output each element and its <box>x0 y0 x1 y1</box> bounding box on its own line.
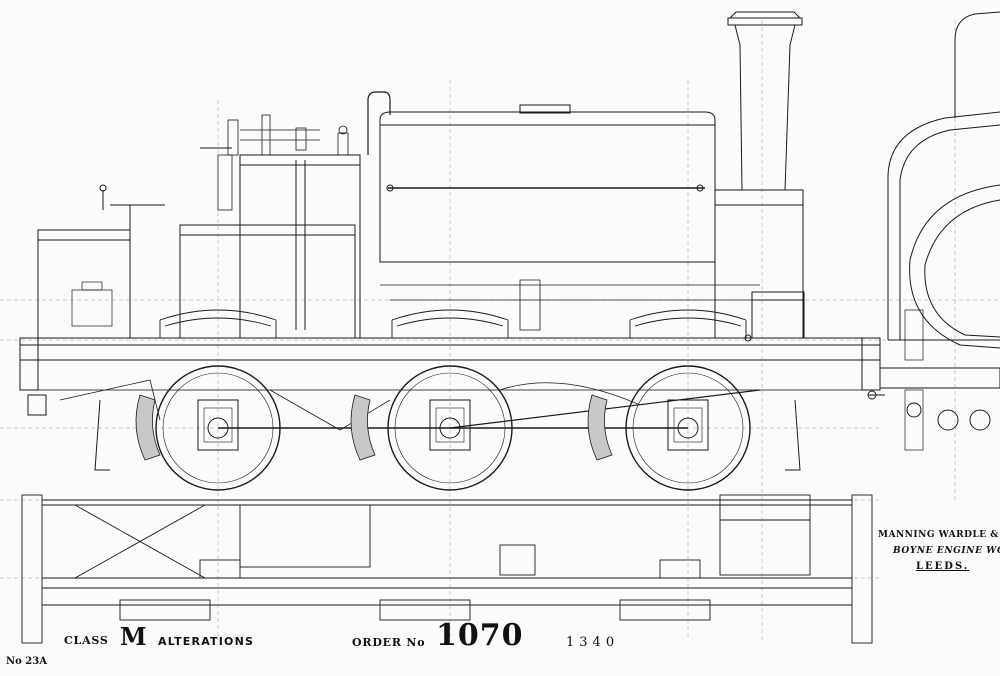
handbrake <box>99 184 165 338</box>
class-label: CLASS <box>64 634 109 647</box>
firebox <box>179 147 361 339</box>
leaf-springs <box>159 309 747 338</box>
class-letter: M <box>120 622 147 651</box>
smokebox <box>714 189 804 342</box>
chimney <box>727 11 803 191</box>
main-frame <box>19 337 881 416</box>
steam-pipe <box>367 91 391 155</box>
sheet-number: No 23A <box>6 656 47 667</box>
order-label: ORDER No <box>352 636 426 649</box>
alterations-label: ALTERATIONS <box>158 635 255 648</box>
maker-name: MANNING WARDLE & Co <box>878 530 1000 540</box>
axle-boxes <box>197 399 709 451</box>
front-cylinder <box>751 291 805 339</box>
front-elevation <box>867 11 1000 451</box>
bunker <box>37 229 131 339</box>
safety-valves <box>227 114 349 156</box>
works-number: 1340 <box>566 635 620 650</box>
order-number: 1070 <box>436 618 524 653</box>
guard-irons <box>94 399 801 471</box>
valve-gear <box>59 279 790 431</box>
brake-shoes <box>135 394 613 461</box>
city-name: LEEDS. <box>916 561 970 572</box>
works-name: BOYNE ENGINE WORKS <box>893 546 1000 556</box>
saddle-tank <box>379 104 716 263</box>
plan-view <box>21 494 873 644</box>
